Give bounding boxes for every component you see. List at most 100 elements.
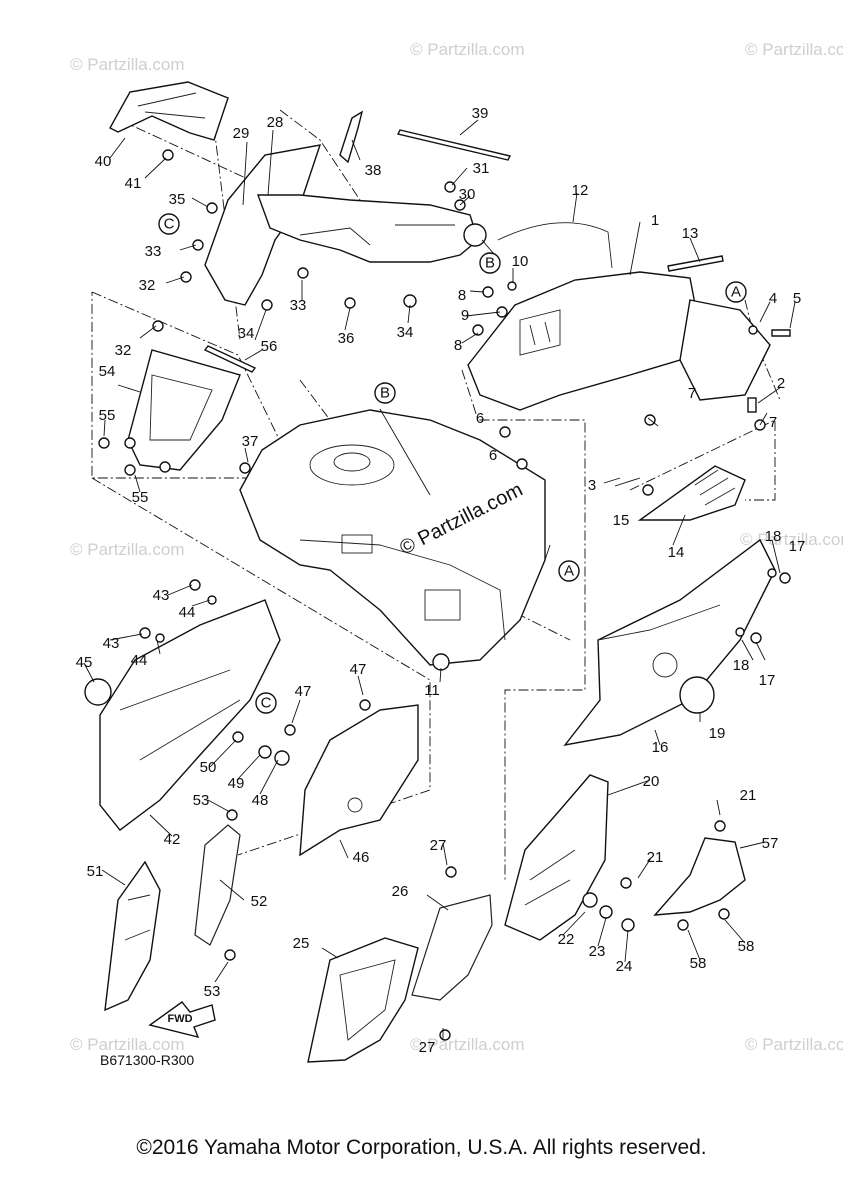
part-number[interactable]: 50 bbox=[200, 759, 217, 776]
part-number[interactable]: 31 bbox=[473, 160, 490, 177]
part-54-panel bbox=[127, 349, 241, 471]
part-number[interactable]: 16 bbox=[652, 739, 669, 756]
part-number[interactable]: 34 bbox=[238, 325, 255, 342]
part-number[interactable]: 13 bbox=[682, 225, 699, 242]
part-number[interactable]: 12 bbox=[572, 182, 589, 199]
part-number[interactable]: 2 bbox=[777, 375, 785, 392]
part-number[interactable]: 55 bbox=[99, 407, 116, 424]
part-number[interactable]: 5 bbox=[793, 290, 801, 307]
part-number[interactable]: 39 bbox=[472, 105, 489, 122]
part-number[interactable]: 23 bbox=[589, 943, 606, 960]
part-number[interactable]: 45 bbox=[76, 654, 93, 671]
part-number[interactable]: 40 bbox=[95, 153, 112, 170]
part-number[interactable]: 17 bbox=[789, 538, 806, 555]
part-number[interactable]: 27 bbox=[430, 837, 447, 854]
part-number[interactable]: 47 bbox=[295, 683, 312, 700]
part-number[interactable]: 1 bbox=[651, 212, 659, 229]
part-number[interactable]: 41 bbox=[125, 175, 142, 192]
part-number[interactable]: 26 bbox=[392, 883, 409, 900]
part-number[interactable]: 38 bbox=[365, 162, 382, 179]
part-number[interactable]: 21 bbox=[647, 849, 664, 866]
part-number[interactable]: 17 bbox=[759, 672, 776, 689]
part-number[interactable]: 33 bbox=[145, 243, 162, 260]
part-number[interactable]: 51 bbox=[87, 863, 104, 880]
part-number[interactable]: 15 bbox=[613, 512, 630, 529]
part-number[interactable]: 25 bbox=[293, 935, 310, 952]
part-number[interactable]: 7 bbox=[769, 414, 777, 431]
watermark-group: © Partzilla.com © Partzilla.com © Partzi… bbox=[70, 40, 843, 1054]
part-number[interactable]: 52 bbox=[251, 893, 268, 910]
part-number[interactable]: 6 bbox=[476, 410, 484, 427]
ref-letter-b[interactable]: B bbox=[485, 255, 495, 272]
part-number[interactable]: 11 bbox=[424, 682, 440, 699]
part-number[interactable]: 24 bbox=[616, 958, 633, 975]
part-number[interactable]: 43 bbox=[153, 587, 170, 604]
part-number[interactable]: 46 bbox=[353, 849, 370, 866]
part-number[interactable]: 56 bbox=[261, 338, 278, 355]
part-number[interactable]: 49 bbox=[228, 775, 245, 792]
part-number[interactable]: 20 bbox=[643, 773, 660, 790]
part-40-cover bbox=[109, 81, 229, 141]
part-number[interactable]: 35 bbox=[169, 191, 186, 208]
part-number[interactable]: 53 bbox=[193, 792, 210, 809]
ref-letter-b[interactable]: B bbox=[380, 385, 390, 402]
part-number[interactable]: 53 bbox=[204, 983, 221, 1000]
part-number-labels: 1 2 3 4 5 6 6 7 7 8 8 9 10 11 12 13 14 1… bbox=[76, 105, 806, 1056]
part-number[interactable]: 34 bbox=[397, 324, 414, 341]
part-number[interactable]: 29 bbox=[233, 125, 250, 142]
part-number[interactable]: 32 bbox=[115, 342, 132, 359]
part-26-mesh bbox=[411, 894, 493, 1001]
ref-letter-c[interactable]: C bbox=[261, 695, 272, 712]
part-number[interactable]: 21 bbox=[740, 787, 757, 804]
ref-letter-c[interactable]: C bbox=[164, 216, 175, 233]
watermark: © Partzilla.com bbox=[745, 1035, 843, 1054]
ref-letter-a[interactable]: A bbox=[564, 563, 574, 580]
part-number[interactable]: 58 bbox=[690, 955, 707, 972]
part-number[interactable]: 27 bbox=[419, 1039, 436, 1056]
part-number[interactable]: 28 bbox=[267, 114, 284, 131]
part-number[interactable]: 42 bbox=[164, 831, 181, 848]
part-number[interactable]: 32 bbox=[139, 277, 156, 294]
part-number[interactable]: 18 bbox=[765, 528, 782, 545]
part-number[interactable]: 36 bbox=[338, 330, 355, 347]
part-51-cowl bbox=[104, 860, 161, 1012]
part-number[interactable]: 18 bbox=[733, 657, 750, 674]
part-number[interactable]: 48 bbox=[252, 792, 269, 809]
part-28-panel bbox=[204, 144, 487, 306]
part-number[interactable]: 22 bbox=[558, 931, 575, 948]
watermark: © Partzilla.com bbox=[70, 55, 185, 74]
part-number[interactable]: 8 bbox=[458, 287, 466, 304]
part-number[interactable]: 58 bbox=[738, 938, 755, 955]
part-number[interactable]: 57 bbox=[762, 835, 779, 852]
part-2 bbox=[747, 397, 757, 413]
part-number[interactable]: 3 bbox=[588, 477, 596, 494]
part-52-mesh bbox=[194, 824, 241, 946]
part-42-side-fairing bbox=[99, 599, 281, 831]
part-number[interactable]: 6 bbox=[489, 447, 497, 464]
part-number[interactable]: 33 bbox=[290, 297, 307, 314]
part-number[interactable]: 37 bbox=[242, 433, 259, 450]
part-number[interactable]: 43 bbox=[103, 635, 120, 652]
leader-lines bbox=[83, 119, 796, 1040]
part-number[interactable]: 19 bbox=[709, 725, 726, 742]
part-number[interactable]: 54 bbox=[99, 363, 116, 380]
part-number[interactable]: 55 bbox=[132, 489, 149, 506]
ref-letter-a[interactable]: A bbox=[731, 284, 741, 301]
part-number[interactable]: 8 bbox=[454, 337, 462, 354]
part-number[interactable]: 9 bbox=[461, 307, 469, 324]
watermark: © Partzilla.com bbox=[410, 40, 525, 59]
part-45-emblem bbox=[84, 678, 112, 706]
part-number[interactable]: 10 bbox=[512, 253, 529, 270]
part-number[interactable]: 44 bbox=[179, 604, 196, 621]
part-number[interactable]: 14 bbox=[668, 544, 685, 561]
part-number[interactable]: 7 bbox=[688, 385, 696, 402]
watermark: © Partzilla.com bbox=[745, 40, 843, 59]
part-number[interactable]: 4 bbox=[769, 290, 777, 307]
part-46-inner-panel bbox=[299, 704, 419, 857]
part-39-strip bbox=[396, 129, 512, 161]
part-number[interactable]: 47 bbox=[350, 661, 367, 678]
part-13-strip bbox=[667, 255, 724, 272]
part-number[interactable]: 30 bbox=[459, 186, 476, 203]
part-number[interactable]: 44 bbox=[131, 652, 148, 669]
